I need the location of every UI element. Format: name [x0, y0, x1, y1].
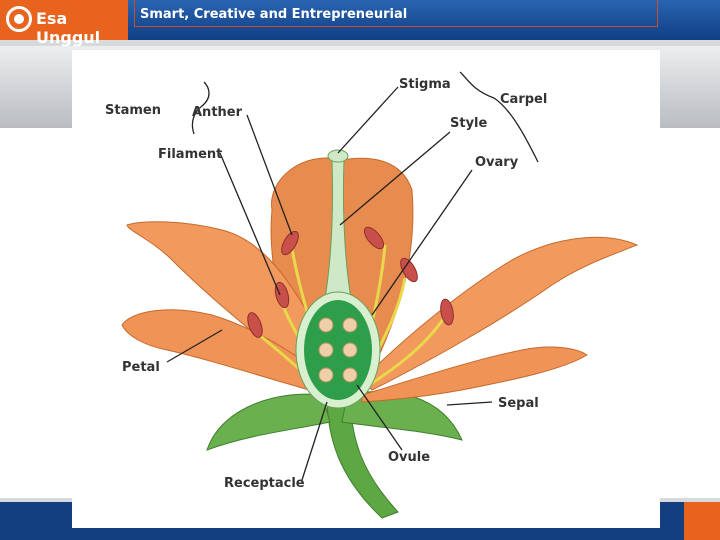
label-ovary: Ovary [475, 155, 519, 170]
label-stamen: Stamen [105, 103, 161, 118]
petal-right [361, 236, 639, 391]
flower-illustration: Stamen Anther Filament Stigma Style Carp… [105, 71, 639, 519]
anthers [247, 226, 454, 338]
pointer-lines [166, 71, 539, 481]
label-style: Style [450, 116, 488, 131]
label-petal: Petal [122, 360, 160, 375]
petal-lower-left [121, 309, 333, 396]
flower-diagram: Stamen Anther Filament Stigma Style Carp… [72, 50, 660, 528]
sepal-left [206, 393, 331, 451]
label-anther: Anther [192, 105, 243, 120]
logo-icon [6, 6, 32, 32]
petal-lower-right [361, 346, 588, 403]
label-receptacle: Receptacle [224, 476, 305, 491]
footer-accent [684, 502, 720, 540]
logo: Esa Unggul [0, 0, 128, 47]
label-carpel: Carpel [500, 92, 547, 107]
header-bar: Esa Unggul Smart, Creative and Entrepren… [0, 0, 720, 47]
ovules [318, 317, 358, 383]
tagline: Smart, Creative and Entrepreneurial [140, 7, 408, 22]
right-panel [660, 128, 720, 498]
petal-left [126, 221, 323, 381]
label-stigma: Stigma [399, 77, 451, 92]
label-filament: Filament [158, 147, 222, 162]
label-ovule: Ovule [388, 450, 430, 465]
label-sepal: Sepal [498, 396, 539, 411]
stigma [327, 149, 349, 163]
left-panel [0, 128, 72, 498]
logo-text: Esa Unggul [36, 9, 101, 47]
ovary-chamber [304, 300, 372, 400]
tagline-frame [134, 0, 658, 27]
